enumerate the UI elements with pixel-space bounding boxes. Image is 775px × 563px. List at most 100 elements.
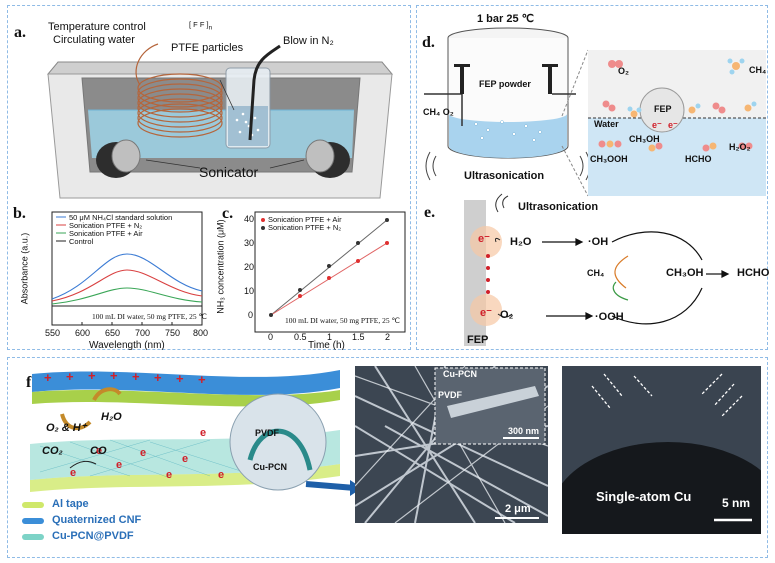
n2-tube xyxy=(248,44,281,141)
e-electrons xyxy=(486,254,490,294)
b-xtick-3: 700 xyxy=(135,328,151,338)
e-oh: ·OH xyxy=(588,236,609,248)
d-electron-2: e⁻ xyxy=(668,120,678,130)
e-fep: FEP xyxy=(467,334,489,346)
sonicator-left xyxy=(96,139,141,178)
curve-standard xyxy=(51,253,203,300)
b-legend-1: Sonication PTFE + N₂ xyxy=(69,221,143,230)
d-electron-1: e⁻ xyxy=(652,120,662,130)
b-xtick-2: 650 xyxy=(105,328,121,338)
b-legend-3: Control xyxy=(69,237,94,246)
panel-e-label: e. xyxy=(424,204,436,221)
panel-f-label: f. xyxy=(26,374,36,391)
f-legend-al-swatch xyxy=(22,502,44,508)
f-cupcn: Cu-PCN xyxy=(253,462,287,472)
panel-b-chart xyxy=(10,206,210,356)
d-zoom-water xyxy=(588,118,766,196)
b-xlabel: Wavelength (nm) xyxy=(89,340,165,351)
beaker xyxy=(225,67,271,149)
f-single-atom: Single-atom Cu xyxy=(596,489,692,504)
panel-a-label: a. xyxy=(14,24,26,41)
f-legend: Al tape Quaternized CNF Cu-PCN@PVDF xyxy=(16,496,196,554)
panel-d-e-frame xyxy=(416,5,768,350)
f-legend-pcn-swatch xyxy=(22,534,44,540)
f-dark-particle xyxy=(562,442,761,534)
c-points-air xyxy=(298,241,389,298)
blow-n2-label: Blow in N₂ xyxy=(283,35,334,47)
d-fep-powder: FEP powder xyxy=(479,79,531,89)
e-electron-bottom: e⁻ xyxy=(480,307,492,319)
panel-f-frame xyxy=(7,357,768,558)
f-co: CO xyxy=(90,445,107,457)
d-conditions: 1 bar 25 ℃ xyxy=(477,13,534,25)
f-pvdf: PVDF xyxy=(255,428,280,438)
reactor-water xyxy=(449,114,567,158)
ptfe-particles-label: PTFE particles xyxy=(171,42,244,54)
panel-c-chart xyxy=(215,206,411,356)
e-ooh: ·OOH xyxy=(595,311,624,323)
f-sem-pvdf: PVDF xyxy=(438,390,463,400)
d-fep: FEP xyxy=(654,104,672,114)
c-note: 100 mL DI water, 50 mg PTFE, 25 ℃ xyxy=(285,316,400,325)
panel-c-label: c. xyxy=(222,205,234,222)
e-ultrasonication: Ultrasonication xyxy=(518,201,599,213)
e-ch4: CH₄ xyxy=(587,268,605,278)
e-o2: O₂ xyxy=(500,309,514,321)
f-sem-image xyxy=(355,366,548,523)
d-ch3oh: CH₃OH xyxy=(629,134,660,144)
d-hcho: HCHO xyxy=(685,154,712,164)
b-xtick-0: 550 xyxy=(45,328,61,338)
c-ylabel: NH₃ concentration (μM) xyxy=(215,219,226,314)
c-ytick-4: 40 xyxy=(244,214,255,224)
f-al-tape xyxy=(30,464,340,492)
f-legend-al: Al tape xyxy=(52,498,89,510)
b-xtick-5: 800 xyxy=(193,328,209,338)
f-electrons: e e e e e e e e xyxy=(70,427,225,481)
f-zoom-sphere xyxy=(229,393,327,491)
ptfe-formula: [ F F ]n xyxy=(189,20,213,32)
c-xlabel: Time (h) xyxy=(308,340,345,351)
d-ch4o2: CH₄ O₂ xyxy=(423,107,454,117)
f-sem-cupcn: Cu-PCN xyxy=(443,369,477,379)
e-ch3oh: CH₃OH xyxy=(666,267,704,279)
panel-c-plot-frame xyxy=(254,211,406,333)
c-legend-1: Sonication PTFE + N₂ xyxy=(268,223,342,232)
c-xtick-2: 1 xyxy=(327,332,333,342)
sonicator-right xyxy=(305,139,350,178)
f-legend-pcn: Cu-PCN@PVDF xyxy=(52,530,134,542)
f-co2: CO₂ xyxy=(42,445,63,457)
b-legend-2: Sonication PTFE + Air xyxy=(69,229,143,238)
f-scale-300: 300 nm xyxy=(508,426,540,436)
panel-e-diagram xyxy=(416,193,768,346)
temp-control-label: Temperature control xyxy=(48,21,146,33)
c-ytick-0: 0 xyxy=(248,310,254,320)
curve-ptfe-n2 xyxy=(51,269,203,302)
f-o2h: O₂ & H⁺ xyxy=(46,422,87,434)
d-o2: O₂ xyxy=(618,66,629,76)
f-scale-5nm: 5 nm xyxy=(722,496,751,510)
panel-b-label: b. xyxy=(13,205,26,222)
panel-b-svg xyxy=(51,211,203,326)
d-h2o2: H₂O₂ xyxy=(729,142,751,152)
e-hcho: HCHO xyxy=(737,267,770,279)
sonicator-apparatus xyxy=(30,40,410,205)
sonicator-label: Sonicator xyxy=(199,164,259,180)
c-ytick-3: 30 xyxy=(244,238,255,248)
d-molecules xyxy=(598,58,757,152)
panel-d-label: d. xyxy=(422,34,435,51)
panel-a-b-c-frame xyxy=(7,5,411,350)
f-legend-cnf-swatch xyxy=(22,518,44,524)
c-xtick-0: 0 xyxy=(268,332,274,342)
f-h2o: H₂O xyxy=(101,411,122,423)
d-ultrasonication: Ultrasonication xyxy=(464,170,545,182)
c-legend-0: Sonication PTFE + Air xyxy=(268,215,342,224)
copper-coil xyxy=(135,43,223,138)
c-ytick-1: 10 xyxy=(244,286,255,296)
d-ch3ooh: CH₃OOH xyxy=(590,154,628,164)
b-legend-0: 50 μM NH₄Cl standard solution xyxy=(69,213,173,222)
e-electron-top: e⁻ xyxy=(478,233,490,245)
f-haadf-image xyxy=(562,366,761,534)
f-legend-cnf: Quaternized CNF xyxy=(52,514,142,526)
b-ylabel: Absorbance (a.u.) xyxy=(19,232,30,305)
c-xtick-1: 0.5 xyxy=(294,332,307,342)
